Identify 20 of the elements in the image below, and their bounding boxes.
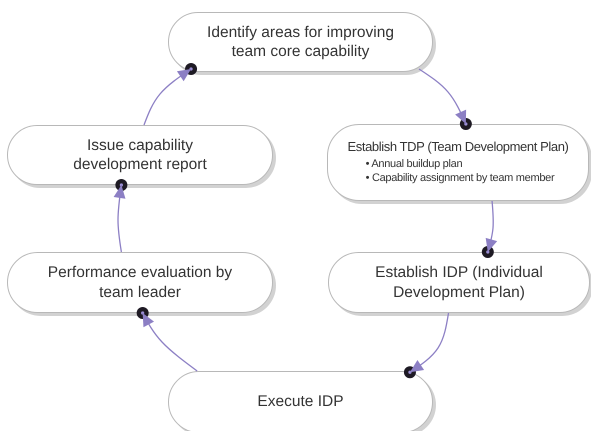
arrow	[410, 312, 450, 373]
step-label: Execute IDP	[256, 392, 345, 412]
step-label: Establish IDP (Individual Development Plan)	[374, 263, 544, 302]
step-label: Identify areas for improving team core capability	[206, 22, 395, 62]
arrow	[486, 200, 498, 252]
bullet-item: • Annual buildup plan	[366, 158, 464, 172]
process-pill	[168, 12, 433, 72]
process-pill	[327, 124, 589, 201]
arrow	[143, 68, 192, 126]
step-label: Issue capability development report	[72, 136, 208, 174]
process-pill	[168, 371, 433, 431]
arrow	[142, 312, 198, 372]
process-pill	[328, 252, 590, 313]
arrow	[418, 68, 466, 124]
step-label: Establish TDP (Team Development Plan)	[348, 139, 568, 156]
arrow	[114, 184, 126, 252]
bullet-item: • Capability assignment by team member	[366, 172, 554, 186]
process-pill	[7, 252, 273, 313]
step-label: Performance evaluation by team leader	[46, 263, 234, 302]
process-pill	[7, 125, 273, 185]
